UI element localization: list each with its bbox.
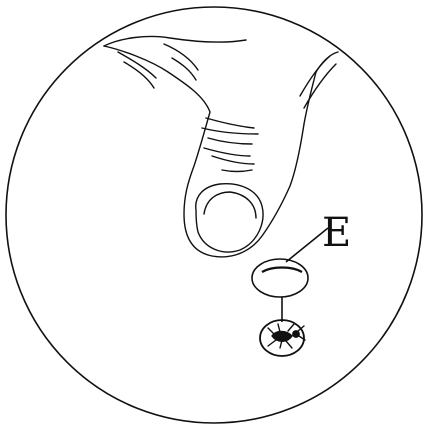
- insect-icon: [260, 320, 305, 356]
- finger-icon: [104, 36, 338, 256]
- label-e: E: [322, 210, 351, 256]
- view-circle-icon: [6, 7, 422, 423]
- lens-icon: [252, 259, 308, 297]
